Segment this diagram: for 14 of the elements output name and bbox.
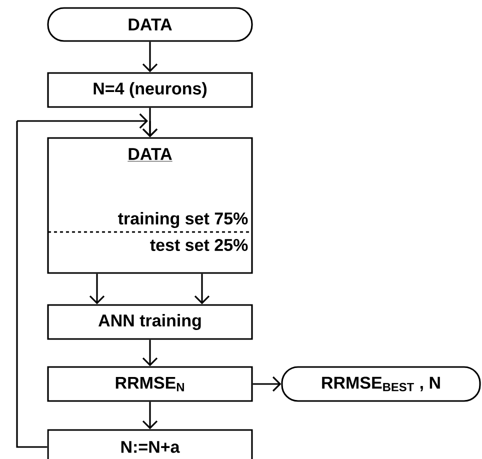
arrow bbox=[89, 274, 105, 304]
arrow bbox=[142, 340, 158, 366]
process-box: N:=N+a bbox=[47, 429, 253, 459]
process-box: N=4 (neurons) bbox=[47, 72, 253, 108]
arrow bbox=[16, 113, 158, 448]
arrow bbox=[194, 274, 210, 304]
terminal-box: RRMSE$_{BEST}$ , N bbox=[281, 366, 481, 402]
arrow bbox=[142, 402, 158, 430]
arrow bbox=[142, 42, 158, 72]
arrow bbox=[252, 376, 282, 392]
process-box: ANN training bbox=[47, 304, 253, 340]
data-box: DATA training set 75% test set 25% bbox=[47, 137, 253, 274]
terminal-box: DATA bbox=[47, 7, 253, 42]
process-box: RRMSE$_{N}$ bbox=[47, 366, 253, 402]
